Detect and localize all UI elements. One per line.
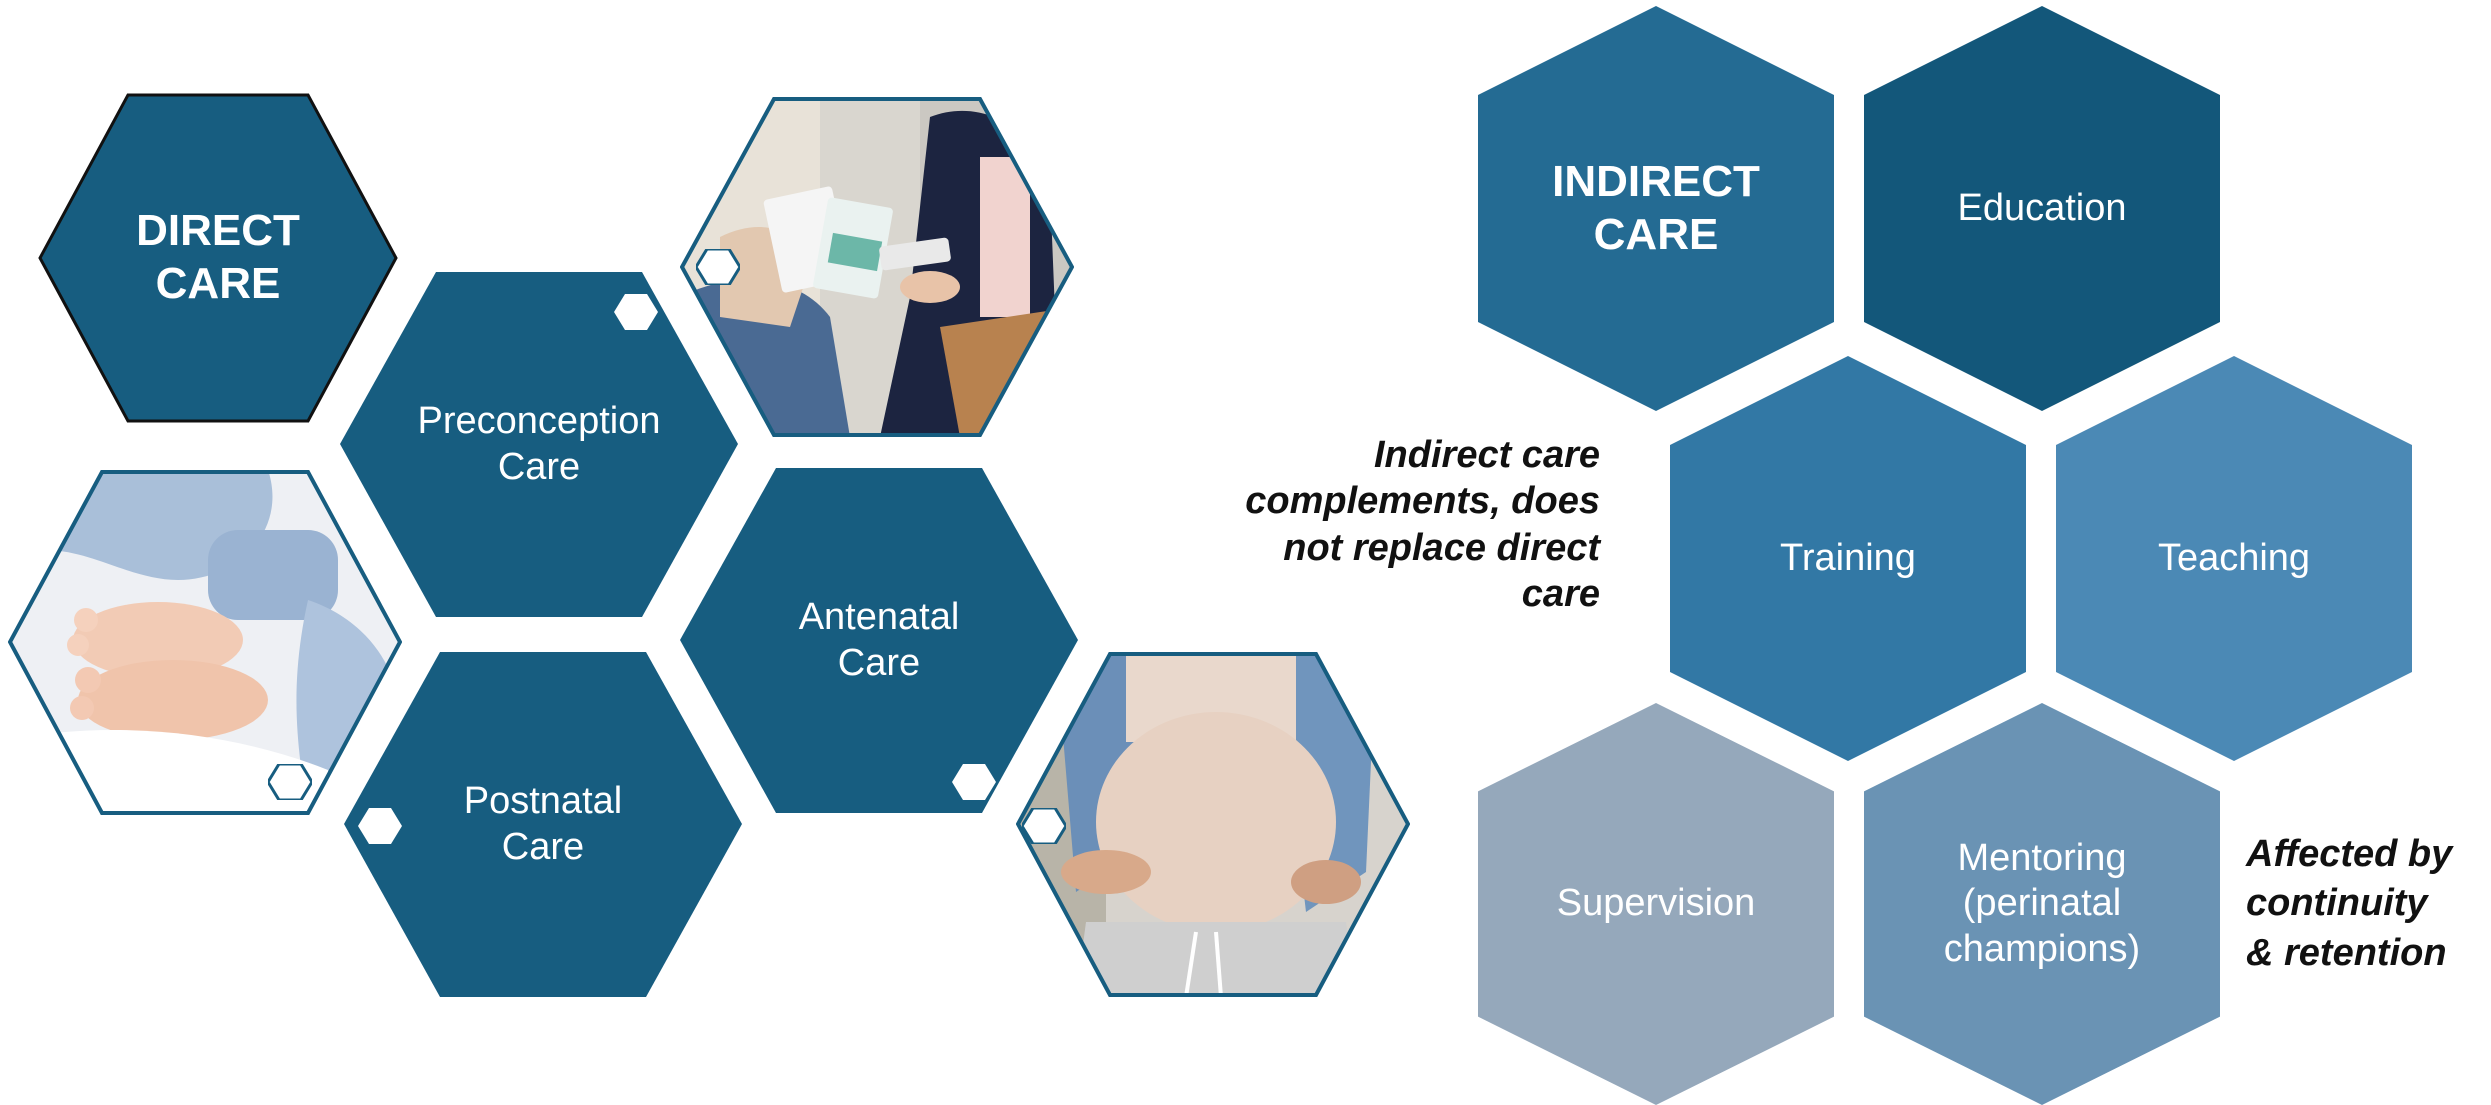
consultation-photo xyxy=(680,97,1074,437)
postnatal-care-label: Postnatal Care xyxy=(463,779,623,868)
preconception-care-label: Preconception Care xyxy=(417,399,661,488)
training-hex-shape xyxy=(1670,356,2026,761)
supervision-hex: Supervision xyxy=(1478,703,1834,1105)
postnatal-care-hex-shape xyxy=(344,652,742,997)
education-label: Education xyxy=(1957,186,2127,229)
preconception-care-hex-shape xyxy=(340,272,738,617)
antenatal-care-hex: Antenatal Care xyxy=(680,468,1078,813)
indirect-care-hex: INDIRECT CARE xyxy=(1478,6,1834,411)
supervision-hex-shape xyxy=(1478,703,1834,1105)
education-hex: Education xyxy=(1864,6,2220,411)
training-hex: Training xyxy=(1670,356,2026,761)
mentoring-hex: Mentoring (perinatal champions) xyxy=(1864,703,2220,1105)
affected-note: Affected by continuity & retention xyxy=(2246,833,2453,974)
teaching-hex-shape xyxy=(2056,356,2412,761)
direct-care-hex-shape xyxy=(38,93,398,423)
small-hex-icon xyxy=(696,249,740,285)
mentoring-label: Mentoring (perinatal champions) xyxy=(1943,836,2141,970)
photo-pregnant-belly-icon xyxy=(1016,652,1410,997)
photo-baby-feet-icon xyxy=(8,470,402,815)
antenatal-care-hex-shape xyxy=(680,468,1078,813)
postnatal-care-hex: Postnatal Care xyxy=(344,652,742,997)
indirect-care-hex-shape xyxy=(1478,6,1834,411)
mentoring-hex-shape xyxy=(1864,703,2220,1105)
direct-care-hex: DIRECT CARE xyxy=(38,93,398,423)
small-hex-icon xyxy=(1022,808,1066,844)
complements-note: Indirect care complements, does not repl… xyxy=(1245,434,1600,616)
teaching-hex: Teaching xyxy=(2056,356,2412,761)
teaching-label: Teaching xyxy=(2157,536,2311,579)
antenatal-care-label: Antenatal Care xyxy=(798,595,960,684)
supervision-label: Supervision xyxy=(1556,882,1756,925)
small-hex-icon xyxy=(358,808,402,844)
small-hex-icon xyxy=(614,294,658,330)
indirect-care-title: INDIRECT CARE xyxy=(1552,156,1760,259)
direct-care-title: DIRECT CARE xyxy=(136,206,300,308)
pregnant-photo xyxy=(1016,652,1410,997)
photo-consultation-icon xyxy=(680,97,1074,437)
baby-feet-photo xyxy=(8,470,402,815)
preconception-care-hex: Preconception Care xyxy=(340,272,738,617)
small-hex-icon xyxy=(268,764,312,800)
training-label: Training xyxy=(1780,536,1916,579)
education-hex-shape xyxy=(1864,6,2220,411)
small-hex-icon xyxy=(952,764,996,800)
